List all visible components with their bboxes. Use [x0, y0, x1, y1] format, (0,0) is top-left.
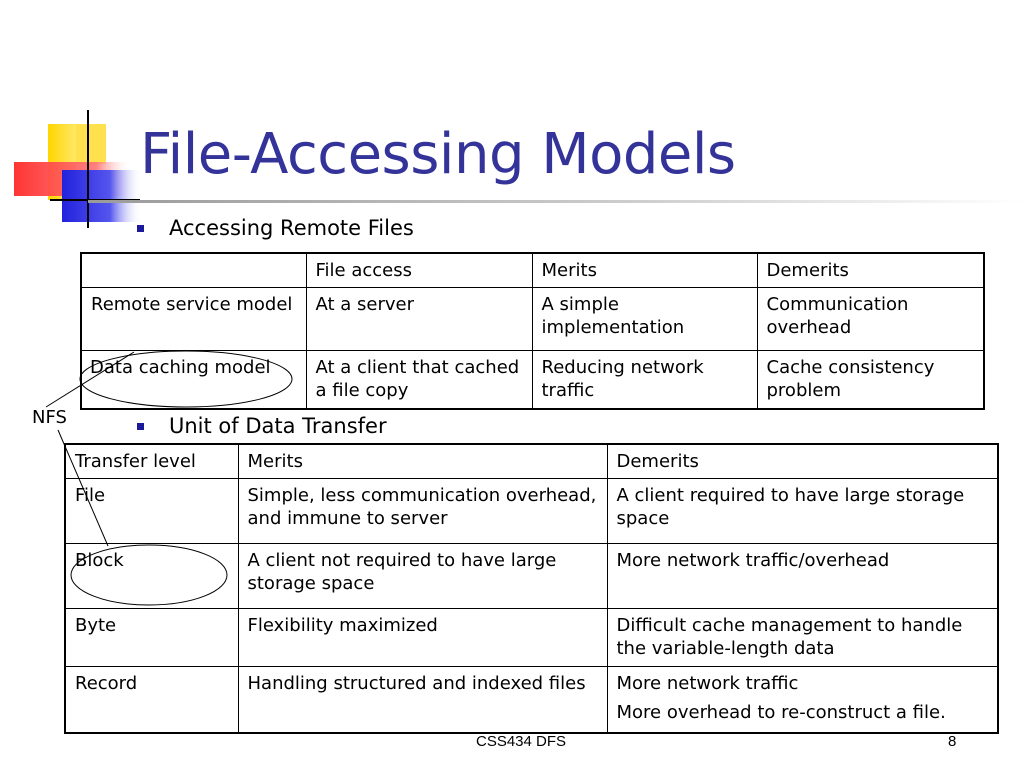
- table-cell: At a server: [305, 287, 533, 351]
- table-row: Record Handling structured and indexed f…: [64, 666, 999, 734]
- footer-course: CSS434 DFS: [476, 733, 567, 750]
- table-header-row: Transfer level Merits Demerits: [64, 443, 999, 479]
- table-cell: Simple, less communication overhead, and…: [237, 478, 608, 544]
- table-header-cell: Merits: [237, 443, 608, 479]
- cell-line: More overhead to re-construct a file.: [616, 702, 946, 723]
- table-cell: Flexibility maximized: [237, 608, 608, 667]
- nfs-annotation-label: NFS: [32, 407, 67, 428]
- transfer-unit-table: Transfer level Merits Demerits File Simp…: [64, 443, 999, 734]
- square-bullet-icon: [137, 224, 144, 232]
- table-row: Remote service model At a server A simpl…: [80, 287, 985, 351]
- table-cell: Difficult cache management to handle the…: [606, 608, 999, 667]
- slide-logo-icon: [14, 110, 142, 228]
- table-cell: Data caching model: [80, 350, 307, 410]
- bullet-item: Accessing Remote Files: [137, 216, 414, 240]
- table-cell: Reducing network traffic: [531, 350, 758, 410]
- page-number: 8: [948, 733, 957, 750]
- cell-line: More network traffic: [616, 673, 799, 694]
- table-cell: Handling structured and indexed files: [237, 666, 608, 734]
- square-bullet-icon: [137, 422, 144, 430]
- table-cell: At a client that cached a file copy: [305, 350, 533, 410]
- table-header-cell: Merits: [531, 252, 758, 288]
- table-row: File Simple, less communication overhead…: [64, 478, 999, 544]
- table-row: Data caching model At a client that cach…: [80, 350, 985, 410]
- table-cell: A client required to have large storage …: [606, 478, 999, 544]
- title-divider: [88, 200, 1024, 203]
- table-cell: Block: [64, 543, 239, 609]
- access-models-table: File access Merits Demerits Remote servi…: [80, 252, 985, 410]
- table-cell: Record: [64, 666, 239, 734]
- table-cell: File: [64, 478, 239, 544]
- table-row: Byte Flexibility maximized Difficult cac…: [64, 608, 999, 667]
- table-cell: A simple implementation: [531, 287, 758, 351]
- table-cell: Byte: [64, 608, 239, 667]
- bullet-item: Unit of Data Transfer: [137, 414, 387, 438]
- table-header-cell: File access: [305, 252, 533, 288]
- table-row: Block A client not required to have larg…: [64, 543, 999, 609]
- table-header-cell: [80, 252, 307, 288]
- table-header-cell: Demerits: [606, 443, 999, 479]
- table-cell: Remote service model: [80, 287, 307, 351]
- bullet-text: Unit of Data Transfer: [169, 414, 387, 438]
- table-header-cell: Demerits: [756, 252, 985, 288]
- table-cell: A client not required to have large stor…: [237, 543, 608, 609]
- table-cell: More network traffic More overhead to re…: [606, 666, 999, 734]
- table-cell: More network traffic/overhead: [606, 543, 999, 609]
- table-cell: Cache consistency problem: [756, 350, 985, 410]
- bullet-text: Accessing Remote Files: [169, 216, 414, 240]
- table-header-row: File access Merits Demerits: [80, 252, 985, 288]
- table-header-cell: Transfer level: [64, 443, 239, 479]
- table-cell: Communication overhead: [756, 287, 985, 351]
- slide-title: File-Accessing Models: [140, 122, 736, 187]
